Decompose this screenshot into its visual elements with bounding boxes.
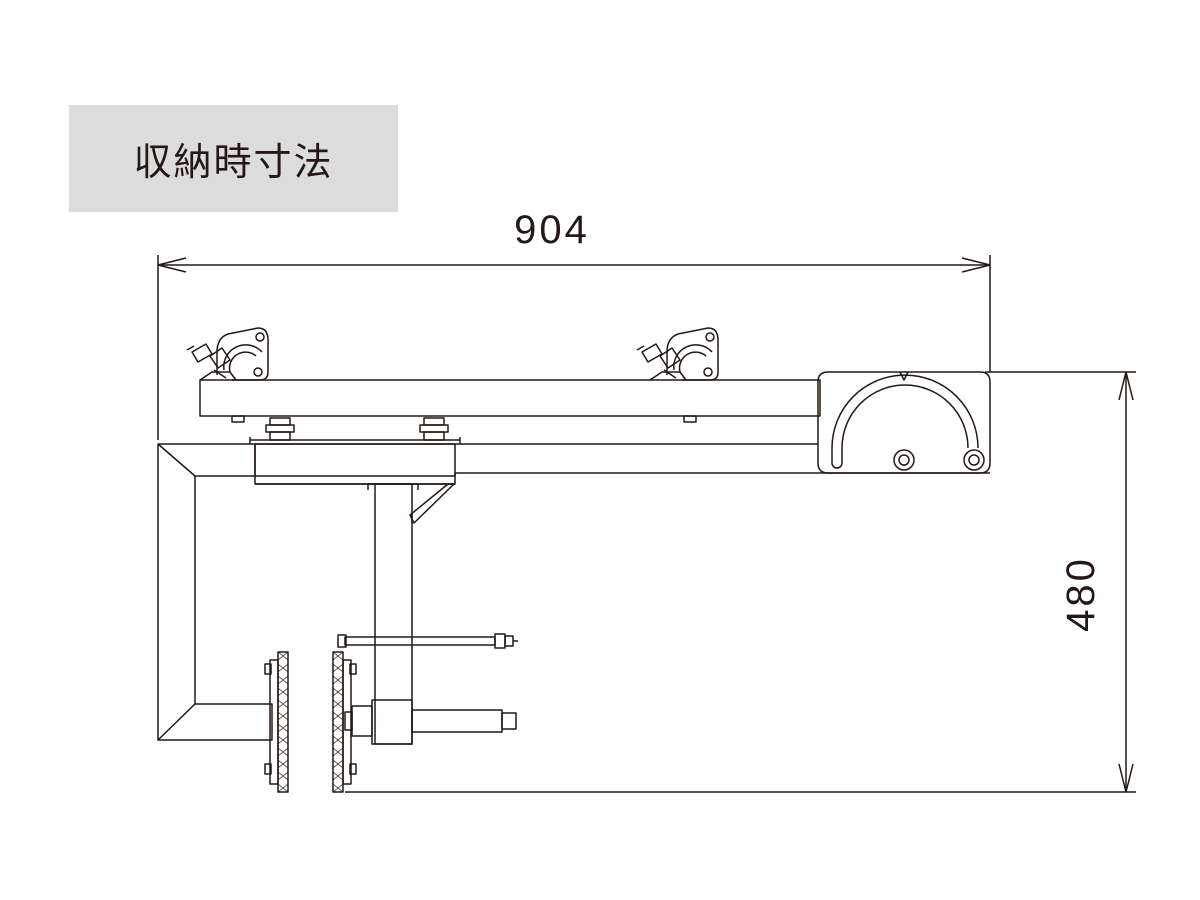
width-dimension-label: 904 xyxy=(514,208,590,252)
base-flanges xyxy=(264,651,357,793)
clamp-right xyxy=(636,327,719,381)
lower-frame xyxy=(157,437,990,741)
height-dimension-label: 480 xyxy=(1059,556,1103,632)
page-title: 収納時寸法 xyxy=(133,140,334,184)
clamp-left xyxy=(186,327,269,381)
vertical-post xyxy=(367,483,455,745)
beam-bolts xyxy=(231,415,697,441)
end-plate xyxy=(817,371,991,474)
threaded-rod xyxy=(337,633,518,649)
handle-rod xyxy=(344,699,517,745)
upper-beam xyxy=(199,379,821,417)
title-box: 収納時寸法 xyxy=(69,105,398,212)
height-dimension xyxy=(345,371,1136,793)
width-dimension xyxy=(157,255,991,440)
